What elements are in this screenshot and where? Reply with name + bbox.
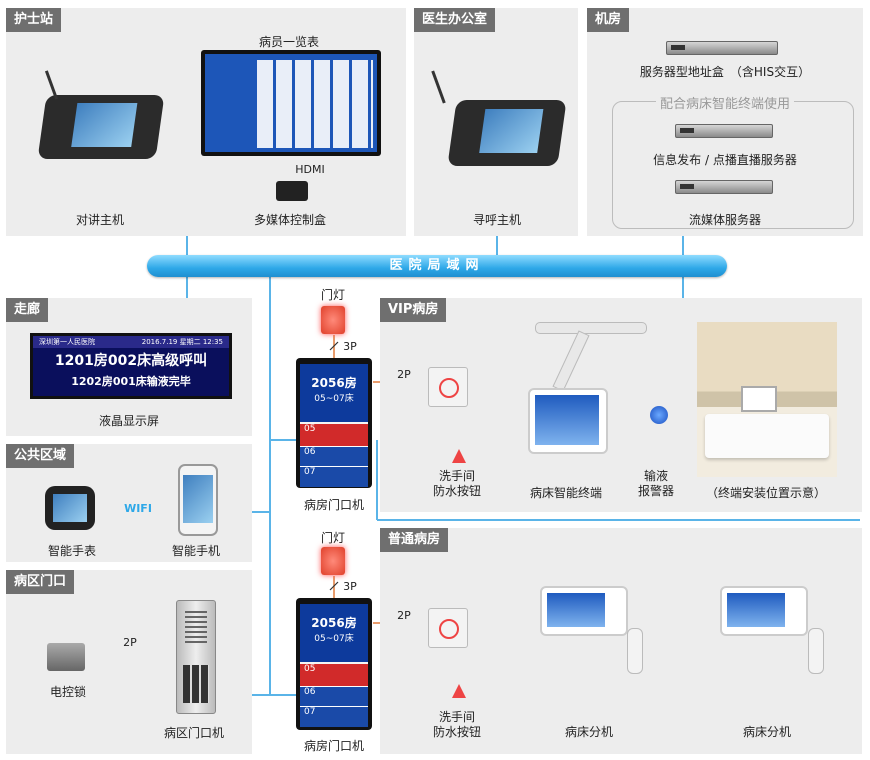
patient-list-monitor (201, 50, 381, 156)
smart-watch-label: 智能手表 (47, 544, 97, 558)
lcd-line2: 1202房001床输液完毕 (71, 375, 191, 388)
vip-button-label: 洗手间 防水按钮 (432, 469, 482, 498)
vip-terminal-label: 病床智能终端 (529, 486, 603, 500)
door-lamp-2 (321, 547, 345, 575)
infusion-alarm-label: 输液 报警器 (637, 469, 675, 498)
infusion-alarm-device (650, 406, 668, 424)
door1-beds: 05~07床 (314, 394, 354, 404)
smart-phone-label: 智能手机 (171, 544, 221, 558)
intercom-device (37, 95, 165, 159)
door-lamp-label-1: 门灯 (320, 288, 346, 302)
lcd-header-left: 深圳第一人民医院 (39, 338, 95, 346)
door2-row3: 07 (304, 707, 316, 717)
door-lamp-wire-1: 3P (343, 340, 357, 353)
room-door-unit-2: 2056房 05~07床 05 06 07 (296, 598, 372, 730)
bed-extension-label-2: 病床分机 (742, 725, 792, 739)
media-box-label: 多媒体控制盒 (253, 213, 327, 227)
bed-extension-1 (540, 586, 628, 636)
vip-pull-cord (452, 449, 466, 463)
ward-door-unit-device (176, 600, 216, 714)
server-group-note: 配合病床智能终端使用 (655, 93, 795, 112)
room-door-unit-label-2: 病房门口机 (303, 739, 365, 753)
lcd-line1: 1201房002床高级呼叫 (54, 353, 208, 369)
panel-title: 走廊 (6, 298, 49, 322)
server-streaming (675, 180, 773, 194)
normal-waterproof-button (428, 608, 468, 648)
vip-terminal-arm (535, 322, 647, 334)
door-lamp-1 (321, 306, 345, 334)
panel-title: 机房 (587, 8, 630, 32)
hdmi-label: HDMI (295, 163, 325, 176)
lan-label: 医院局域网 (389, 258, 485, 273)
door1-row1: 05 (304, 424, 316, 434)
smart-phone-device (178, 464, 218, 536)
server-address-box (666, 41, 778, 55)
terminal-installation-photo (697, 322, 837, 477)
hospital-lan-bus: 医院局域网 (147, 255, 727, 277)
door1-row3: 07 (304, 467, 316, 477)
bed-extension-handset-2 (808, 628, 824, 674)
vip-waterproof-button (428, 367, 468, 407)
electric-lock-device (47, 643, 85, 671)
door2-row2: 06 (304, 687, 316, 697)
vip-bed-smart-terminal (528, 388, 608, 454)
server1-label: 服务器型地址盒 （含HIS交互） (639, 65, 811, 79)
electric-lock-label: 电控锁 (49, 685, 87, 699)
panel-title: 公共区域 (6, 444, 75, 468)
lock-wire-label: 2P (123, 636, 137, 649)
corridor-lcd-label: 液晶显示屏 (98, 414, 160, 428)
door1-room: 2056房 (311, 376, 357, 390)
bed-extension-handset-1 (627, 628, 643, 674)
door2-beds: 05~07床 (314, 634, 354, 644)
bed-extension-2 (720, 586, 808, 636)
intercom-label: 对讲主机 (75, 213, 125, 227)
pager-device (447, 100, 567, 166)
corridor-lcd-display: 深圳第一人民医院 2016.7.19 星期二 12:35 1201房002床高级… (30, 333, 232, 399)
normal-pull-cord (452, 684, 466, 698)
media-box-device (276, 181, 308, 201)
server2-label: 信息发布 / 点播直播服务器 (653, 153, 797, 167)
normal-wire-label: 2P (397, 609, 411, 622)
pager-label: 寻呼主机 (472, 213, 522, 227)
patient-list-label: 病员一览表 (258, 35, 320, 49)
panel-title: 护士站 (6, 8, 62, 32)
door2-room: 2056房 (311, 616, 357, 630)
door1-row2: 06 (304, 447, 316, 457)
bed-extension-label-1: 病床分机 (564, 725, 614, 739)
vip-wire-label: 2P (397, 368, 411, 381)
ward-door-unit-label: 病区门口机 (163, 726, 225, 740)
door-lamp-wire-2: 3P (343, 580, 357, 593)
panel-title: 病区门口 (6, 570, 75, 594)
photo-caption: （终端安装位置示意） (705, 486, 827, 500)
panel-title: VIP病房 (380, 298, 447, 322)
server-info-publish (675, 124, 773, 138)
wifi-label: WIFI (124, 502, 152, 515)
room-door-unit-1: 2056房 05~07床 05 06 07 (296, 358, 372, 488)
normal-button-label: 洗手间 防水按钮 (432, 710, 482, 739)
door-lamp-label-2: 门灯 (320, 531, 346, 545)
server3-label: 流媒体服务器 (688, 213, 762, 227)
room-door-unit-label-1: 病房门口机 (303, 498, 365, 512)
smart-watch-device (45, 486, 95, 530)
lcd-header-right: 2016.7.19 星期二 12:35 (141, 338, 223, 346)
panel-title: 普通病房 (380, 528, 449, 552)
panel-title: 医生办公室 (414, 8, 496, 32)
door2-row1: 05 (304, 664, 316, 674)
